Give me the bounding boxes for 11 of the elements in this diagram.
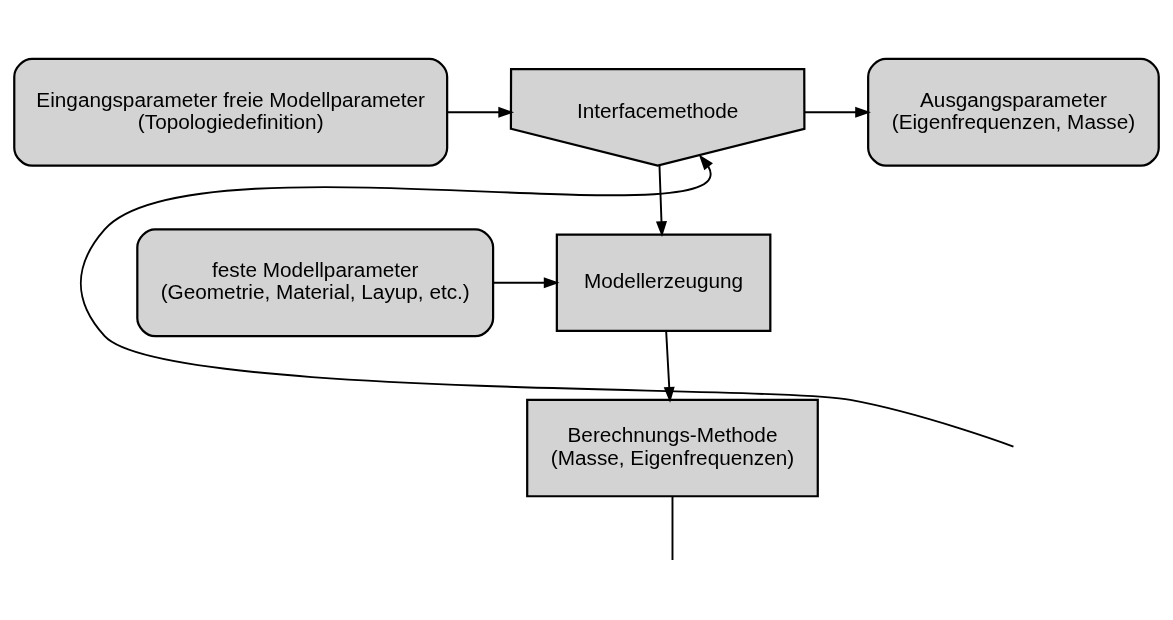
arrow bbox=[655, 164, 667, 238]
connector bbox=[671, 495, 674, 561]
node-box: Modellerzeugung bbox=[555, 233, 772, 333]
node-box: Berechnungs-Methode (Masse, Eigenfrequenzen) bbox=[526, 398, 819, 498]
node-box: Eingangsparameter freie Modellparameter (Topologiedefinition) bbox=[13, 57, 449, 167]
arrow bbox=[492, 277, 560, 289]
arrow bbox=[803, 106, 871, 118]
node-box: feste Modellparameter (Geometrie, Material, Layup, etc.) bbox=[136, 228, 495, 338]
node-box: Ausgangsparameter (Eigenfrequenzen, Masse) bbox=[867, 57, 1160, 167]
arrow bbox=[79, 154, 1015, 448]
arrow bbox=[446, 106, 515, 118]
